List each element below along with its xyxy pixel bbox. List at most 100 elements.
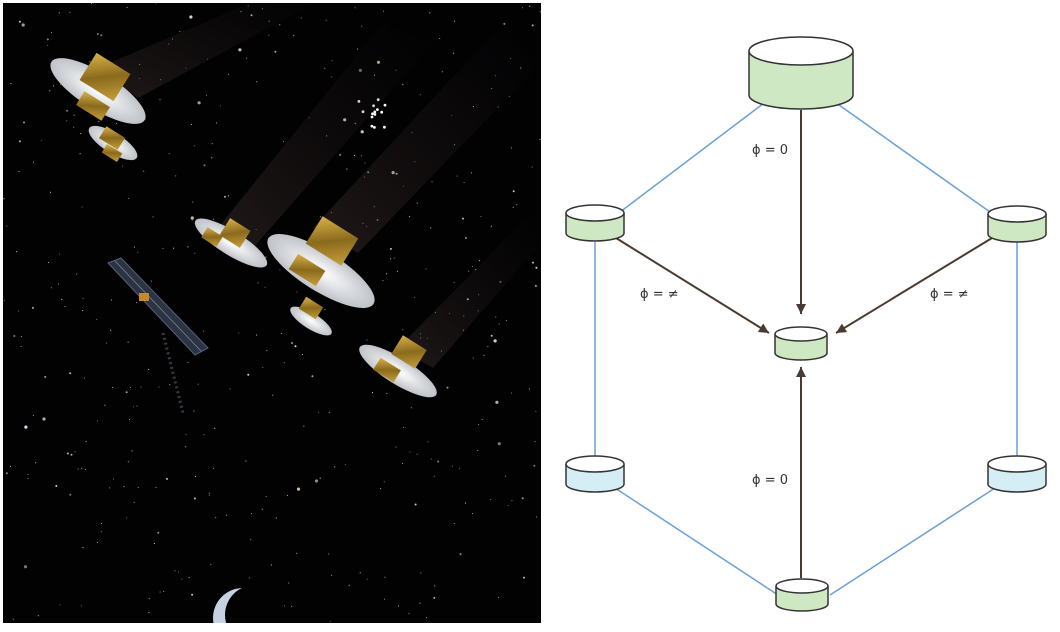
star (66, 109, 69, 112)
star (311, 375, 314, 378)
star (127, 341, 129, 343)
star (420, 572, 422, 574)
star (50, 31, 53, 34)
star (463, 181, 465, 184)
star (27, 473, 29, 475)
star (84, 468, 86, 471)
star (294, 345, 297, 348)
star (320, 216, 322, 218)
star (393, 257, 395, 259)
star (61, 298, 63, 300)
star (288, 582, 290, 584)
star (334, 466, 336, 468)
star (371, 392, 374, 394)
star (534, 284, 537, 287)
star (69, 11, 71, 13)
star (329, 620, 331, 622)
star (270, 564, 272, 566)
star (453, 281, 455, 284)
star (16, 251, 18, 253)
star (246, 57, 248, 59)
star (296, 487, 301, 491)
star (376, 108, 379, 111)
star (136, 405, 138, 407)
star (346, 168, 348, 170)
star (441, 71, 443, 73)
star (408, 613, 410, 615)
star (73, 126, 75, 128)
star (210, 564, 212, 566)
star (370, 115, 374, 119)
star (319, 477, 321, 479)
star (353, 154, 355, 157)
star (490, 498, 492, 501)
star (324, 309, 326, 311)
star (76, 273, 78, 275)
star (66, 120, 68, 122)
star (314, 479, 319, 483)
star (481, 419, 483, 421)
star (32, 414, 34, 416)
star (82, 310, 84, 312)
star (370, 124, 374, 128)
star (490, 225, 492, 227)
star (21, 23, 25, 27)
star (426, 617, 428, 619)
edge-top-right (831, 99, 991, 213)
star (148, 612, 150, 614)
star (128, 419, 131, 421)
star (275, 517, 277, 519)
star (250, 513, 253, 515)
star (12, 618, 14, 620)
star (155, 486, 157, 488)
star (430, 458, 432, 460)
star (5, 472, 8, 475)
star (521, 7, 524, 9)
star (211, 143, 213, 145)
star (179, 30, 181, 33)
star (510, 392, 513, 394)
star (453, 20, 456, 22)
star (283, 605, 286, 607)
star (437, 460, 440, 463)
star (533, 464, 536, 467)
star (293, 35, 295, 37)
edge-top-left (619, 99, 769, 213)
star (197, 383, 199, 385)
star (59, 604, 61, 606)
star (257, 282, 259, 284)
star (382, 10, 385, 12)
star (100, 523, 103, 525)
star (110, 329, 112, 331)
star (402, 84, 404, 86)
star (250, 539, 252, 541)
star (266, 350, 268, 352)
star (185, 446, 187, 448)
star (291, 605, 293, 607)
star (215, 517, 217, 519)
star (205, 94, 208, 96)
star (169, 384, 171, 386)
label-right-to-center: ϕ = ≠ (930, 287, 969, 302)
star (213, 218, 215, 220)
star (249, 577, 251, 579)
star (344, 463, 347, 466)
star (431, 181, 433, 183)
star (453, 523, 455, 525)
star (265, 495, 267, 497)
star (464, 502, 467, 504)
star (535, 410, 537, 413)
star (227, 73, 230, 75)
star (535, 516, 537, 518)
star (238, 48, 242, 52)
star (477, 423, 480, 426)
star (373, 126, 376, 129)
star (493, 339, 497, 343)
star (495, 316, 497, 318)
satellite (267, 216, 375, 336)
star (194, 252, 196, 254)
crescent-planet (213, 585, 285, 623)
star (66, 452, 69, 455)
star (539, 138, 541, 140)
star (49, 191, 52, 193)
